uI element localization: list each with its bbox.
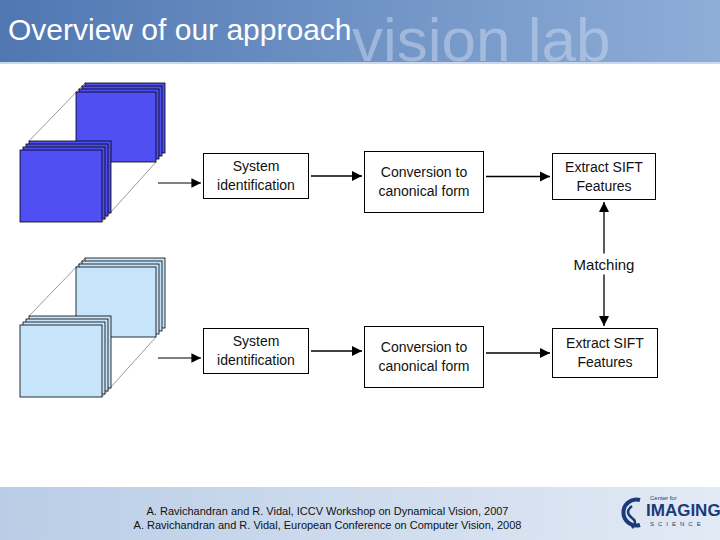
logo-text: SCIENCE bbox=[650, 521, 705, 527]
process-box: Conversion to canonical form bbox=[364, 326, 484, 388]
flow-arrow bbox=[486, 352, 550, 353]
flow-arrow bbox=[311, 350, 362, 351]
citation: A. Ravichandran and R. Vidal, European C… bbox=[100, 519, 555, 531]
process-box: Extract SIFT Features bbox=[552, 328, 658, 378]
process-box: Conversion to canonical form bbox=[364, 151, 484, 213]
box-label: Conversion to canonical form bbox=[370, 163, 478, 201]
video-sequence-dark bbox=[20, 83, 165, 222]
watermark: vision lab bbox=[352, 4, 610, 75]
citation: A. Ravichandran and R. Vidal, ICCV Works… bbox=[100, 505, 555, 517]
box-label: System identification bbox=[209, 157, 303, 195]
footer-band bbox=[0, 487, 720, 540]
box-label: Conversion to canonical form bbox=[370, 338, 478, 376]
box-label: Extract SIFT Features bbox=[558, 334, 652, 372]
process-box: System identification bbox=[203, 328, 309, 374]
input-arrow bbox=[158, 357, 201, 358]
slide-title: Overview of our approach bbox=[8, 13, 352, 47]
logo-mark bbox=[623, 500, 640, 526]
logo-text: Center for bbox=[650, 495, 677, 501]
box-label: Extract SIFT Features bbox=[558, 158, 650, 196]
process-box: System identification bbox=[203, 153, 309, 199]
process-box: Extract SIFT Features bbox=[552, 153, 656, 200]
box-label: System identification bbox=[209, 332, 303, 370]
edge-label: Matching bbox=[574, 254, 635, 275]
logo-text: IMAGING bbox=[646, 501, 720, 521]
flow-arrow bbox=[486, 176, 550, 177]
logo-mark bbox=[628, 506, 635, 528]
video-sequence-light bbox=[20, 258, 165, 397]
flow-arrow bbox=[311, 175, 362, 176]
input-arrow bbox=[158, 182, 201, 183]
